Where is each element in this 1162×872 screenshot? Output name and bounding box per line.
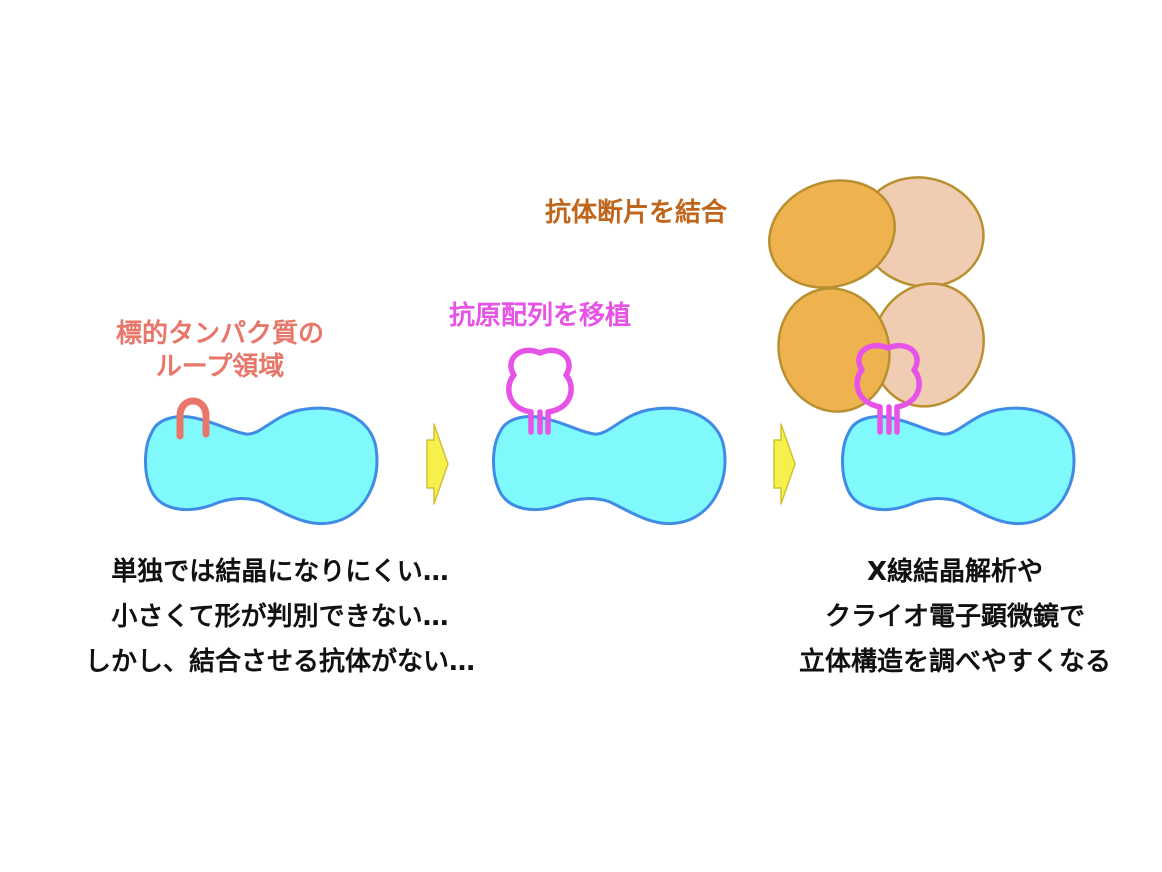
- antibody-dark-lower: [777, 287, 891, 413]
- stage-3-antibody-complex: [768, 176, 1076, 526]
- loop-region-label-line-2: ループ領域: [155, 351, 285, 382]
- complex-protein-body: [840, 406, 1076, 526]
- complex-antigen-mark: [854, 343, 922, 435]
- caption-right-line-2: クライオ電子顕微鏡で: [824, 602, 1085, 632]
- caption-left-line-1: 単独では結晶になりにくい…: [111, 557, 449, 587]
- caption-left-line-2: 小さくて形が判別できない…: [111, 602, 449, 632]
- caption-right-line-3: 立体構造を調べやすくなる: [798, 647, 1111, 677]
- graft-label: 抗原配列を移植: [448, 301, 631, 331]
- stage-1-target-protein: [143, 397, 379, 526]
- caption-right-line-1: X線結晶解析や: [866, 557, 1044, 587]
- loop-region-mark: [176, 397, 210, 440]
- antibody-label: 抗体断片を結合: [545, 198, 728, 228]
- caption-left-line-3: しかし、結合させる抗体がない…: [84, 647, 475, 677]
- stage-2-grafted-protein: [491, 347, 727, 526]
- loop-region-label: 標的タンパク質の ループ領域: [95, 318, 345, 383]
- antigen-graft-mark: [506, 347, 574, 435]
- antibody-dark-upper: [768, 179, 896, 289]
- caption-right: X線結晶解析や クライオ電子顕微鏡で 立体構造を調べやすくなる: [780, 550, 1130, 685]
- grafted-protein-body: [491, 406, 727, 526]
- caption-left: 単独では結晶になりにくい… 小さくて形が判別できない… しかし、結合させる抗体が…: [60, 550, 500, 685]
- loop-region-label-line-1: 標的タンパク質の: [115, 319, 324, 349]
- arrow-2: [773, 423, 796, 505]
- arrow-1: [426, 423, 449, 505]
